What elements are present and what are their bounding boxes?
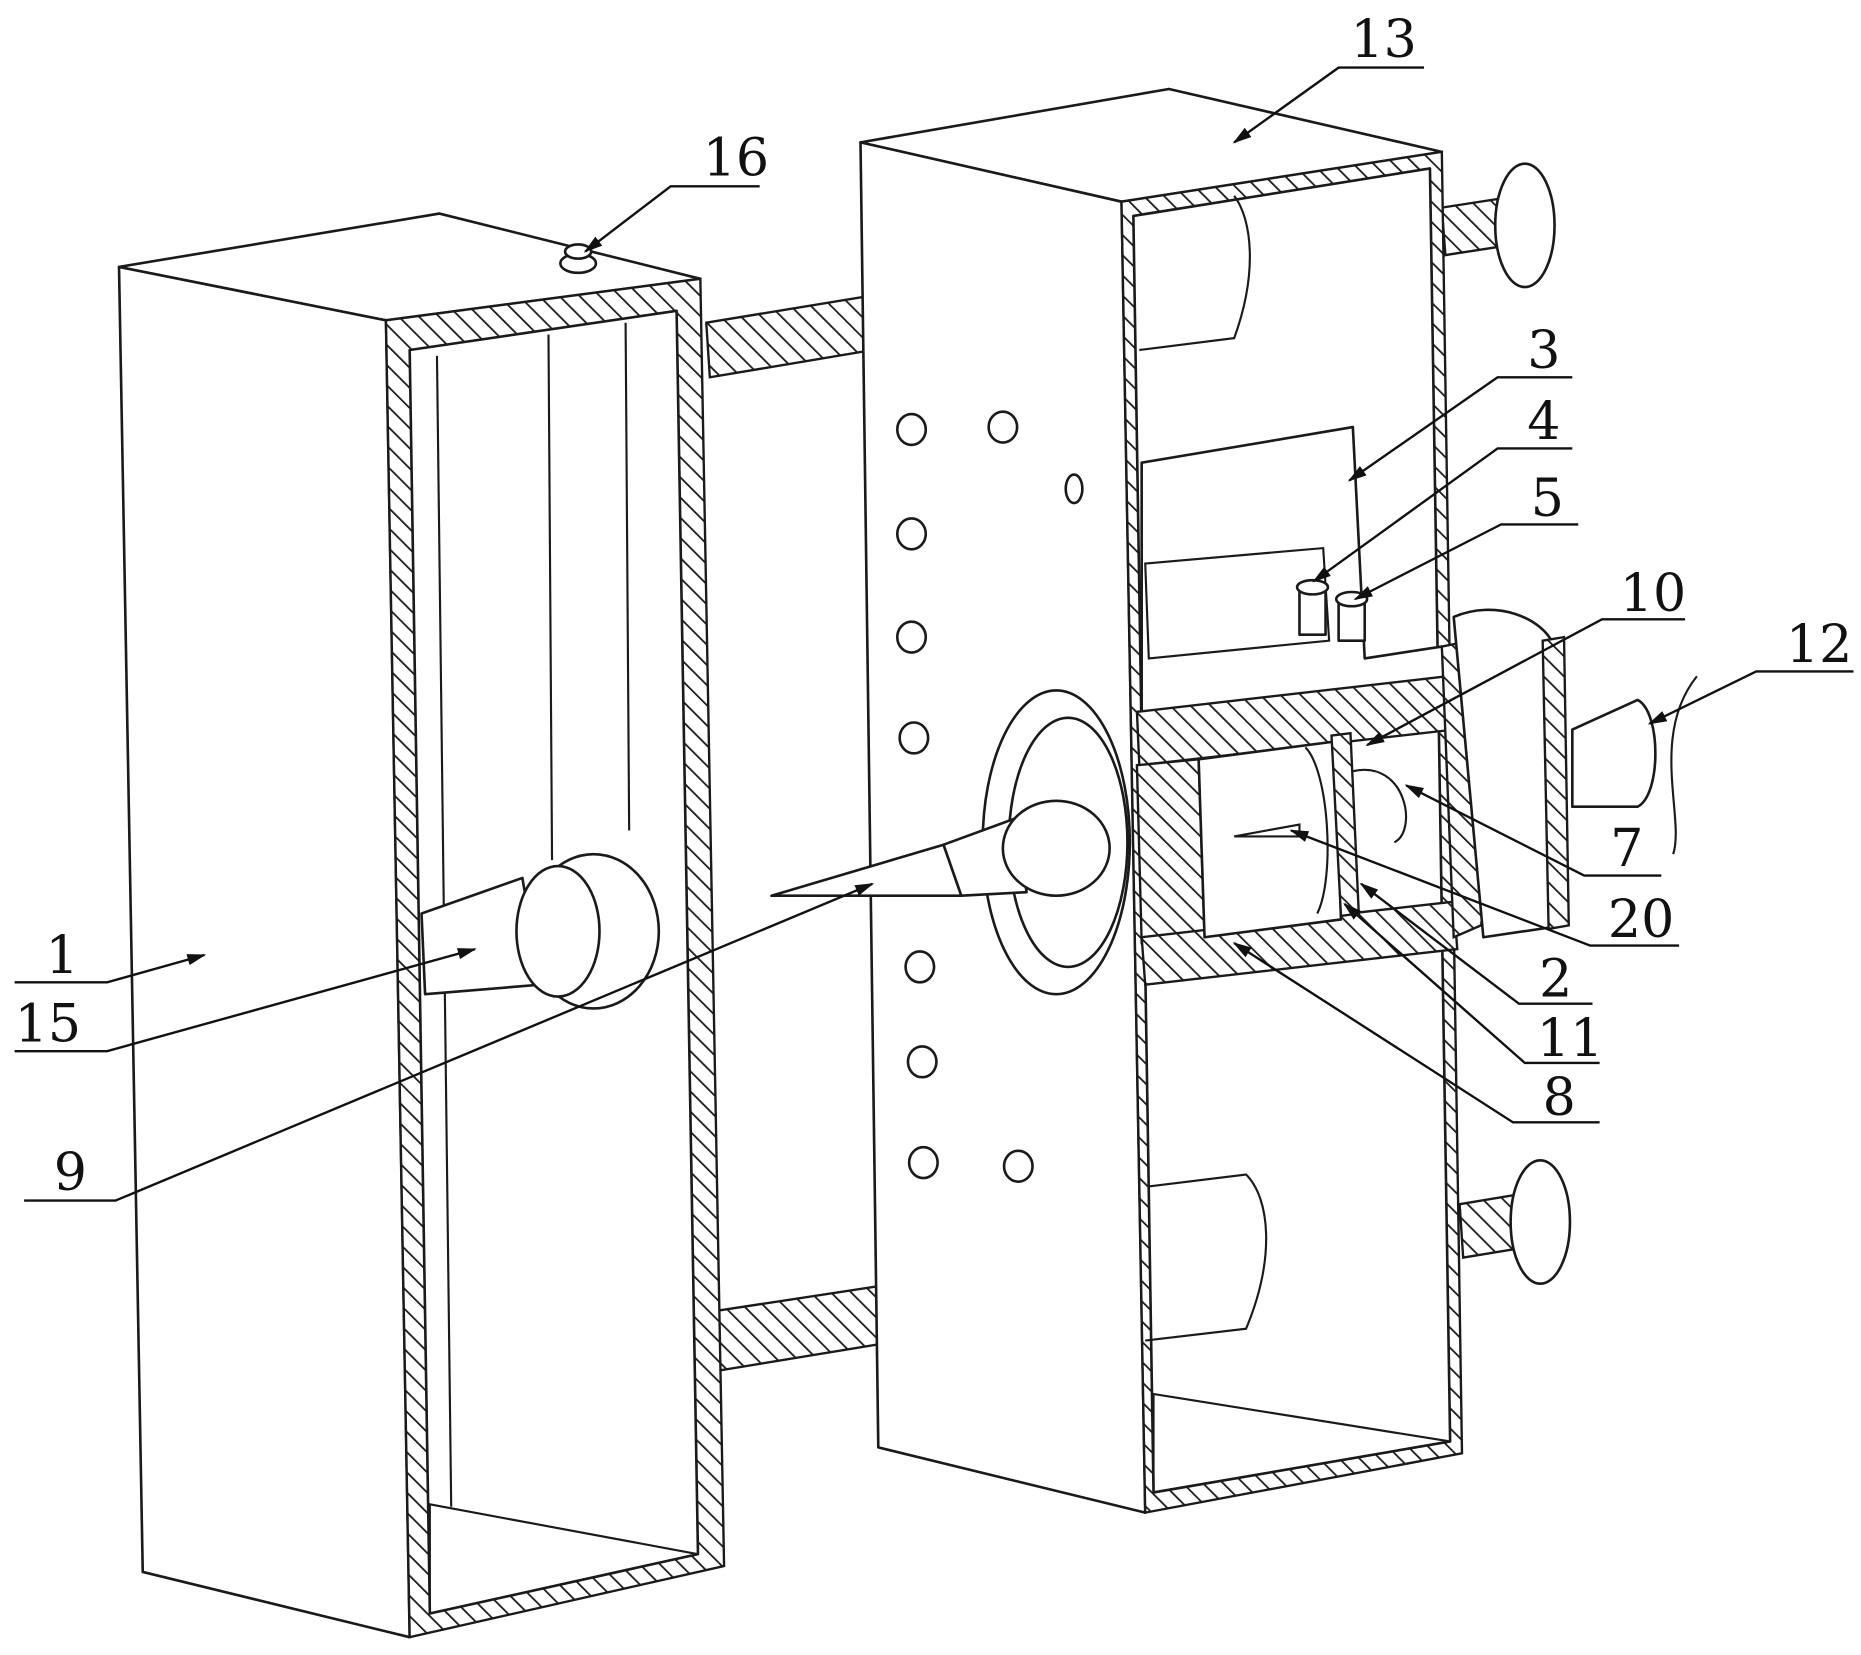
label-10: 10 (1620, 564, 1686, 624)
label-20: 20 (1608, 890, 1674, 950)
left-box (119, 214, 724, 1638)
label-3: 3 (1527, 321, 1560, 381)
label-9: 9 (54, 1143, 87, 1203)
label-1: 1 (45, 926, 78, 986)
label-4: 4 (1527, 392, 1560, 452)
label-16: 16 (703, 129, 769, 189)
label-12: 12 (1786, 615, 1852, 675)
label-8: 8 (1543, 1068, 1576, 1128)
middle-box (772, 89, 1697, 1513)
label-2: 2 (1539, 950, 1572, 1010)
label-5: 5 (1531, 469, 1564, 529)
label-11: 11 (1537, 1009, 1603, 1069)
label-15: 15 (15, 995, 81, 1055)
label-13: 13 (1350, 10, 1416, 70)
label-7: 7 (1610, 819, 1643, 879)
